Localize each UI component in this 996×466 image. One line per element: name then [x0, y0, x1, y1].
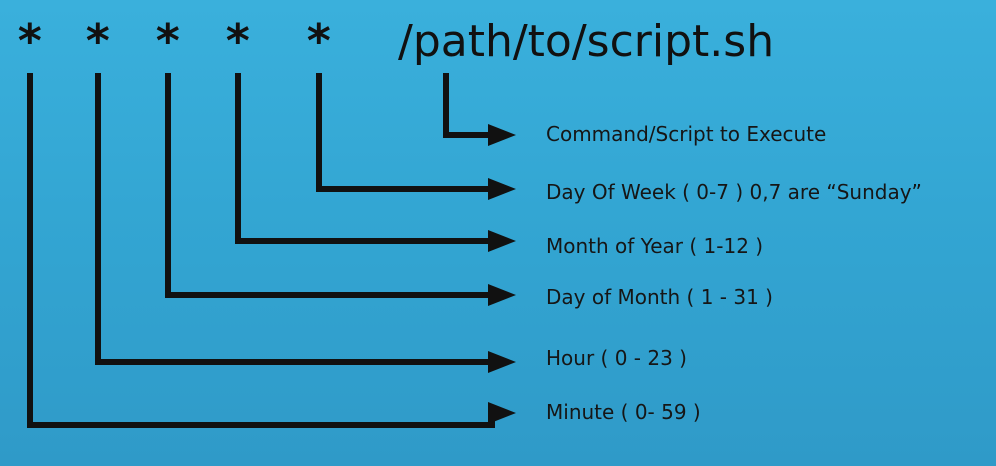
arrowhead-day-of-week [488, 178, 516, 200]
label-command: Command/Script to Execute [546, 122, 827, 146]
connector-hour [95, 73, 495, 365]
arrowhead-minute [488, 402, 516, 424]
arrowhead-day-of-month [488, 284, 516, 306]
connector-day-of-week [316, 73, 495, 192]
day-of-week-field-asterisk: * [305, 14, 333, 68]
label-minute: Minute ( 0- 59 ) [546, 400, 701, 424]
arrowhead-hour [488, 351, 516, 373]
connector-day-of-month [165, 73, 495, 298]
label-hour: Hour ( 0 - 23 ) [546, 346, 687, 370]
hour-field-asterisk: * [84, 14, 112, 68]
day-of-month-field-asterisk: * [154, 14, 182, 68]
month-field-asterisk: * [224, 14, 252, 68]
arrowhead-command [488, 124, 516, 146]
minute-field-asterisk: * [16, 14, 44, 68]
label-day-of-week: Day Of Week ( 0-7 ) 0,7 are “Sunday” [546, 180, 922, 204]
label-day-of-month: Day of Month ( 1 - 31 ) [546, 285, 773, 309]
connector-command [443, 73, 495, 138]
command-path: /path/to/script.sh [398, 16, 775, 67]
label-month-of-year: Month of Year ( 1-12 ) [546, 234, 764, 258]
connector-month-of-year [235, 73, 495, 244]
arrowhead-month-of-year [488, 230, 516, 252]
